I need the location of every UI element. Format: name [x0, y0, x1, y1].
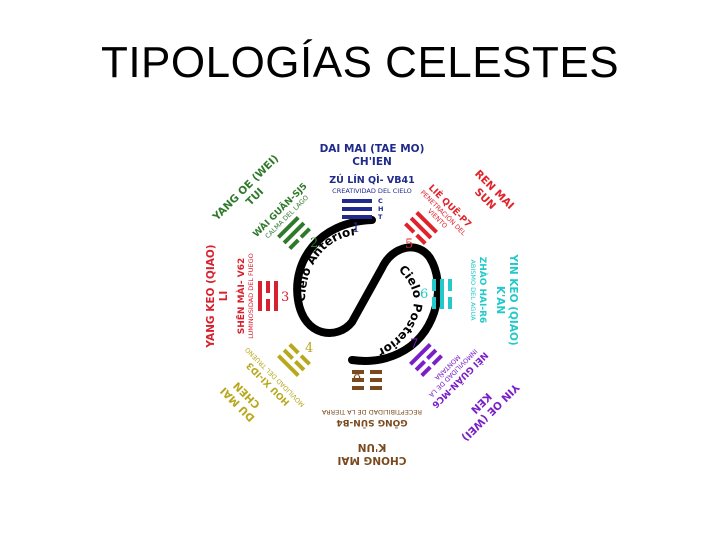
- sector-4-number: 4: [305, 341, 313, 356]
- sector-7-meridian: YIN OE (WEI): [459, 380, 522, 443]
- sector-8-kun: 8 RECEPTIBILIDAD DE LA TIERRA GŌNG SŪN-B…: [321, 369, 422, 466]
- sector-3-trigram-icon: [258, 281, 278, 311]
- sector-8-number: 8: [353, 369, 361, 384]
- sector-5-number: 5: [405, 237, 413, 252]
- sector-3-meridian: YANG KEO (QIAO): [205, 244, 217, 348]
- sector-5-trigram-icon: [404, 211, 438, 245]
- sector-6-trigram: K'AN: [494, 286, 506, 314]
- sector-1-trigram-icon: [342, 199, 372, 219]
- sector-1-letter-c: C: [378, 197, 383, 205]
- sector-6-kan: YIN KEO (QIAO) K'AN ZHÀO HAI-R6 ABISMO D…: [420, 253, 519, 345]
- sector-3-point: SHĒN MÀI- V62: [235, 258, 247, 334]
- sector-3-li: YANG KEO (QIAO) LI SHĒN MÀI- V62 LUMINOS…: [205, 244, 289, 348]
- sector-6-trigram-icon: [432, 279, 452, 309]
- slide-title: TIPOLOGÍAS CELESTES: [100, 38, 620, 87]
- sector-3-quality: LUMINOSIDAD DEL FUEGO: [247, 253, 255, 339]
- sector-1-chien: DAI MAI (TAE MO) CH'IEN ZÚ LÍN QÌ- VB41 …: [320, 143, 425, 236]
- sector-1-trigram: CH'IEN: [352, 156, 392, 168]
- sector-6-number: 6: [420, 287, 428, 302]
- sector-8-trigram: K'UN: [358, 441, 387, 453]
- cielo-wave-line: [293, 216, 442, 365]
- sector-2-number: 2: [310, 236, 318, 251]
- sector-2-tui: YANG OE (WEI) TUI WÀI GUĀN-SJ5 CALMA DEL…: [210, 153, 318, 251]
- sector-8-point: GŌNG SŪN-B4: [336, 417, 407, 428]
- sector-3-trigram: LI: [218, 291, 230, 302]
- sector-4-trigram-icon: [277, 343, 311, 377]
- sector-1-quality: CREATIVIDAD DEL CIELO: [332, 187, 412, 195]
- sector-8-trigram-icon: [352, 370, 382, 390]
- sector-5-sun: REN MAI SUN LIÈ QUĒ-P7 PENETRACIÓN DEL V…: [404, 168, 516, 252]
- sector-3-number: 3: [281, 290, 289, 305]
- sector-8-quality: RECEPTIBILIDAD DE LA TIERRA: [321, 408, 422, 416]
- sector-2-trigram-icon: [277, 216, 311, 250]
- sector-6-point: ZHÀO HAI-R6: [477, 257, 489, 324]
- sector-1-letter-t: T: [378, 213, 383, 221]
- sector-7-trigram-icon: [409, 343, 443, 377]
- sector-6-meridian: YIN KEO (QIAO): [507, 253, 519, 345]
- sector-4-chen: DU MAI CHEN HOU XI-ID3 MOVILIDAD DEL TRU…: [218, 341, 313, 424]
- sector-1-letter-h: H: [378, 205, 383, 213]
- sector-7-ken: YIN OE (WEI) KEN NÈI GUĀN-MC6 INMOVILIDA…: [409, 337, 522, 443]
- sector-1-point: ZÚ LÍN QÌ- VB41: [329, 174, 414, 186]
- sector-1-number: 1: [352, 221, 360, 236]
- sector-1-meridian: DAI MAI (TAE MO): [320, 143, 425, 155]
- sector-7-number: 7: [410, 337, 418, 352]
- sector-8-meridian: CHONG MAI: [338, 454, 407, 466]
- sector-6-quality: ABISMO DEL AGUA: [469, 259, 477, 321]
